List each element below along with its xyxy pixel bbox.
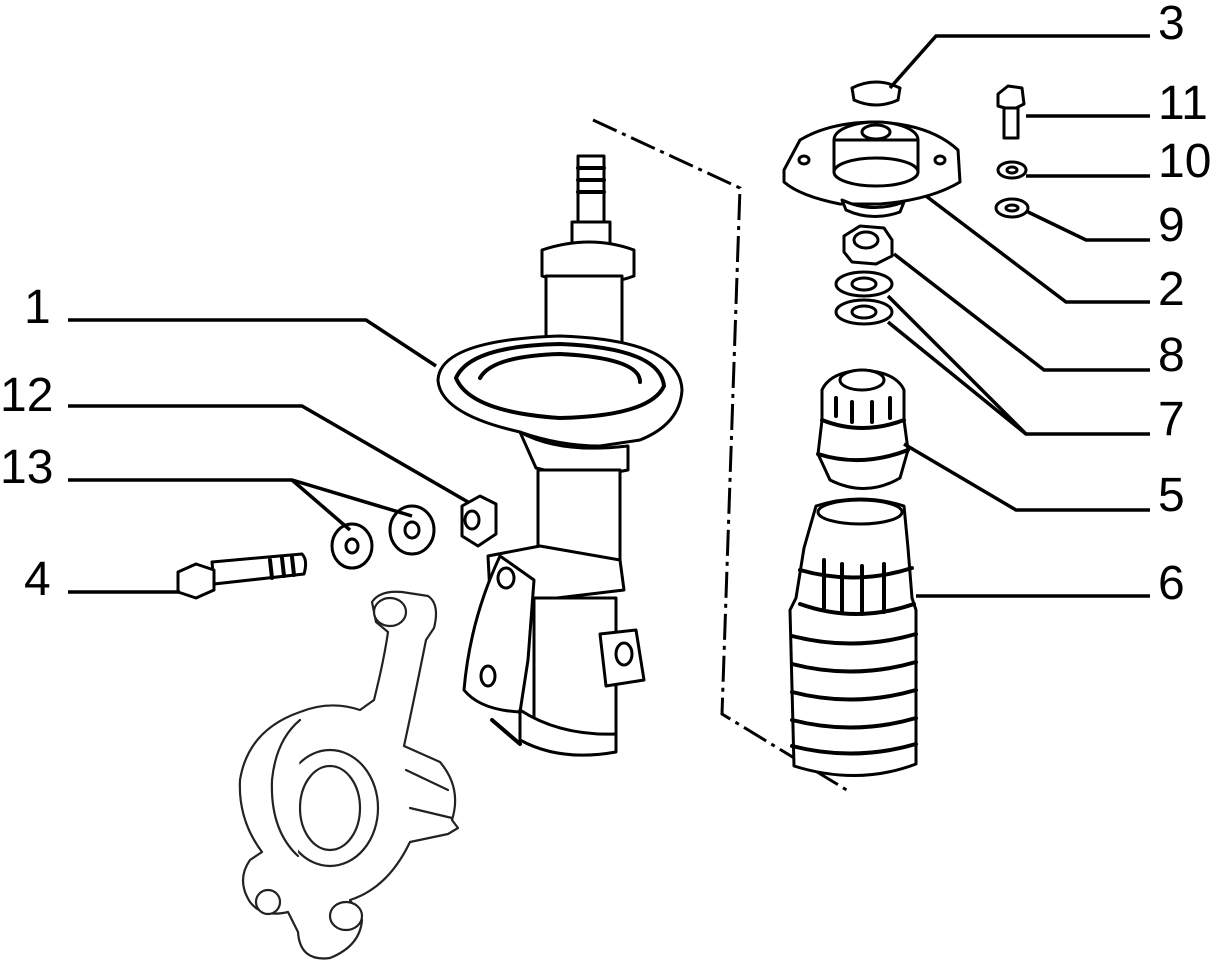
assembly-outline <box>592 118 851 794</box>
callout-6: 6 <box>1158 557 1185 610</box>
washer-part-9 <box>994 197 1030 219</box>
lock-washer-part-10 <box>996 160 1028 180</box>
callout-13: 13 <box>0 441 54 494</box>
washers-part-7 <box>834 270 894 326</box>
callout-4: 4 <box>24 553 51 606</box>
callout-7: 7 <box>1158 393 1185 446</box>
dust-boot-part-6 <box>788 497 918 777</box>
bump-stop-part-5 <box>816 368 910 490</box>
steering-knuckle <box>238 590 460 960</box>
bolt-part-11 <box>996 84 1026 140</box>
washers-part-13 <box>330 504 436 570</box>
callout-5: 5 <box>1158 469 1185 522</box>
nut-part-8 <box>842 224 894 266</box>
top-mount-part-2 <box>782 120 962 218</box>
callout-3: 3 <box>1158 0 1185 50</box>
cap-part-3 <box>850 80 902 107</box>
nut-part-12 <box>460 494 498 548</box>
leader-lines <box>68 34 1150 598</box>
callout-12: 12 <box>0 369 54 422</box>
strut-assembly <box>436 154 684 757</box>
callout-1: 1 <box>24 281 51 334</box>
callout-2: 2 <box>1158 263 1185 316</box>
callout-11: 11 <box>1158 77 1208 130</box>
callout-8: 8 <box>1158 329 1185 382</box>
callout-9: 9 <box>1158 199 1185 252</box>
callout-10: 10 <box>1158 135 1212 188</box>
bolt-part-4 <box>176 552 308 600</box>
